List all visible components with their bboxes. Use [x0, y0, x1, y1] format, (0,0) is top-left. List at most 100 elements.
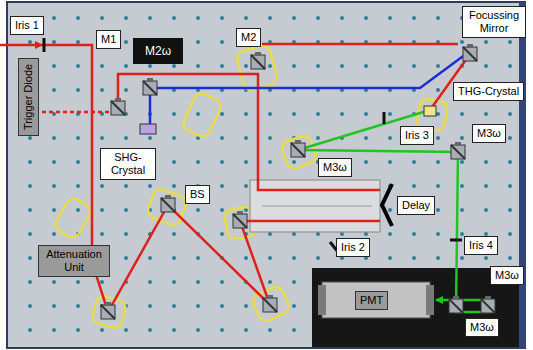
mounting-hole — [52, 280, 56, 284]
mounting-hole — [220, 304, 224, 308]
mounting-hole — [76, 184, 80, 188]
mounting-hole — [292, 256, 296, 260]
mounting-hole — [436, 232, 440, 236]
mounting-hole — [292, 232, 296, 236]
mounting-hole — [268, 112, 272, 116]
mounting-hole — [100, 64, 104, 68]
mounting-hole — [28, 304, 32, 308]
mounting-hole — [436, 64, 440, 68]
mounting-hole — [148, 256, 152, 260]
mounting-hole — [100, 208, 104, 212]
mounting-hole — [196, 64, 200, 68]
mounting-hole — [340, 16, 344, 20]
mounting-hole — [124, 64, 128, 68]
mounting-hole — [268, 328, 272, 332]
mounting-hole — [388, 160, 392, 164]
label-box: M3ω — [490, 266, 524, 285]
mounting-hole — [52, 64, 56, 68]
mounting-hole — [388, 256, 392, 260]
component-label: M3ω — [323, 161, 347, 174]
component-label: M2ω — [145, 44, 171, 58]
mounting-hole — [244, 112, 248, 116]
mounting-hole — [220, 160, 224, 164]
mounting-hole — [412, 64, 416, 68]
mounting-hole — [196, 280, 200, 284]
mounting-hole — [124, 16, 128, 20]
mounting-hole — [124, 208, 128, 212]
mounting-hole — [268, 232, 272, 236]
component-label: M3ω — [470, 321, 494, 334]
mounting-hole — [172, 304, 176, 308]
mounting-hole — [52, 208, 56, 212]
label-box: Iris 2 — [336, 238, 370, 257]
component-label: BS — [190, 188, 205, 201]
mounting-hole — [172, 184, 176, 188]
mounting-hole — [52, 16, 56, 20]
mounting-hole — [436, 184, 440, 188]
mounting-hole — [460, 208, 464, 212]
mounting-hole — [508, 208, 512, 212]
mounting-hole — [76, 328, 80, 332]
mounting-hole — [124, 40, 128, 44]
mounting-hole — [148, 16, 152, 20]
mounting-hole — [484, 184, 488, 188]
mounting-hole — [316, 136, 320, 140]
mounting-hole — [484, 112, 488, 116]
mounting-hole — [484, 64, 488, 68]
mounting-hole — [172, 256, 176, 260]
component-label: M1 — [101, 33, 116, 46]
mounting-hole — [292, 280, 296, 284]
mounting-hole — [388, 232, 392, 236]
mounting-hole — [460, 160, 464, 164]
mounting-hole — [244, 16, 248, 20]
mounting-hole — [316, 64, 320, 68]
mounting-hole — [148, 64, 152, 68]
mounting-hole — [28, 232, 32, 236]
mounting-hole — [76, 208, 80, 212]
mounting-hole — [436, 256, 440, 260]
mounting-hole — [76, 16, 80, 20]
mounting-hole — [316, 16, 320, 20]
mounting-hole — [268, 16, 272, 20]
mounting-hole — [436, 208, 440, 212]
mounting-hole — [220, 16, 224, 20]
mounting-hole — [76, 160, 80, 164]
mounting-hole — [100, 280, 104, 284]
mounting-hole — [28, 40, 32, 44]
mounting-hole — [508, 184, 512, 188]
label-box: M1 — [96, 30, 121, 49]
mounting-hole — [244, 64, 248, 68]
mounting-hole — [220, 112, 224, 116]
label-box: Focussing Mirror — [462, 6, 526, 38]
mounting-hole — [124, 184, 128, 188]
mounting-hole — [484, 256, 488, 260]
mounting-hole — [268, 136, 272, 140]
label-box: SHG-Crystal — [100, 148, 156, 180]
mounting-hole — [508, 136, 512, 140]
mounting-hole — [196, 40, 200, 44]
mounting-hole — [148, 136, 152, 140]
mounting-hole — [436, 160, 440, 164]
component-label: Focussing Mirror — [467, 9, 521, 35]
device-box: PMT — [355, 291, 388, 310]
mounting-hole — [220, 208, 224, 212]
mounting-hole — [364, 16, 368, 20]
mounting-hole — [220, 328, 224, 332]
mounting-hole — [388, 16, 392, 20]
mounting-hole — [172, 112, 176, 116]
component-label: Iris 4 — [469, 239, 493, 252]
component-label: Iris 3 — [405, 129, 429, 142]
mounting-hole — [76, 40, 80, 44]
mounting-hole — [220, 184, 224, 188]
mounting-hole — [76, 64, 80, 68]
label-box: Delay — [397, 196, 435, 215]
mounting-hole — [28, 136, 32, 140]
mounting-hole — [76, 88, 80, 92]
mounting-hole — [76, 280, 80, 284]
mounting-hole — [172, 280, 176, 284]
component-label: Trigger Diode — [22, 64, 35, 130]
mounting-hole — [28, 184, 32, 188]
label-box: BS — [185, 185, 210, 204]
mounting-hole — [460, 40, 464, 44]
label-box: M2 — [236, 28, 261, 47]
